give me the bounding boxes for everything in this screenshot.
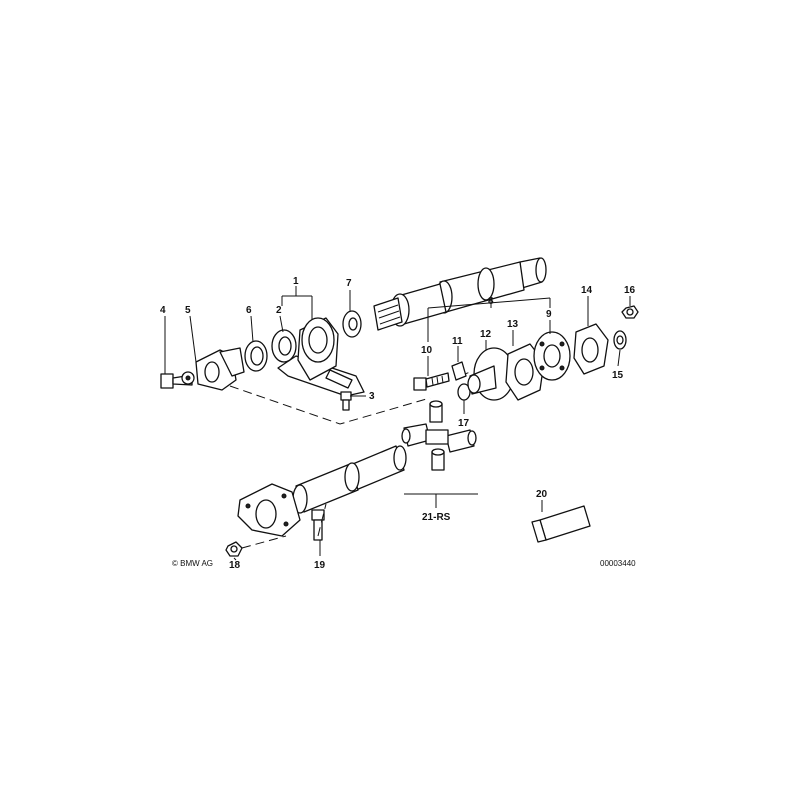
callout-1: 1 — [293, 276, 299, 287]
callout-19: 19 — [314, 560, 326, 571]
bearing-part-2 — [271, 329, 297, 363]
flex-disc-part-14 — [573, 323, 609, 375]
rear-drive-shaft — [373, 257, 547, 331]
diagram-number: 00003440 — [600, 559, 636, 568]
callout-6: 6 — [246, 305, 252, 316]
callout-14: 14 — [581, 285, 593, 296]
callout-9: 9 — [546, 309, 552, 320]
callout-16: 16 — [624, 285, 636, 296]
assembly-guide-line-upper — [229, 385, 431, 425]
coupling-part-9 — [533, 331, 571, 381]
washer-part-7 — [342, 310, 362, 338]
center-bearing-part-1 — [277, 317, 365, 397]
callout-2: 2 — [276, 305, 282, 316]
callout-5: 5 — [185, 305, 191, 316]
nut-part-16 — [621, 305, 639, 319]
ring-part-6 — [244, 340, 268, 372]
callout-18: 18 — [229, 560, 241, 571]
bolt-part-4 — [160, 371, 195, 389]
callout-10: 10 — [421, 345, 433, 356]
callout-17: 17 — [458, 418, 470, 429]
yoke-part-5 — [195, 347, 245, 391]
callout-12: 12 — [480, 329, 492, 340]
nut-part-18 — [225, 541, 243, 557]
flange-part-12 — [467, 347, 515, 401]
clip-part-11 — [451, 361, 467, 381]
grease-tube-part-20 — [531, 505, 591, 543]
callout-21-rs: 21-RS — [422, 512, 451, 523]
callout-labels: 4 5 6 2 1 7 3 8 10 11 12 13 9 14 16 15 1… — [160, 276, 636, 571]
leader-lines — [164, 286, 631, 561]
front-drive-shaft — [237, 445, 407, 537]
washer-part-15 — [613, 330, 627, 350]
assembly-guide-line-lower — [241, 535, 287, 549]
copyright-notice: © BMW AG — [172, 559, 213, 568]
callout-7: 7 — [346, 278, 352, 289]
assembly-guide-line-bolt — [317, 503, 327, 537]
callout-20: 20 — [536, 489, 548, 500]
universal-joint-repair-set — [401, 400, 477, 471]
callout-13: 13 — [507, 319, 519, 330]
callout-4: 4 — [160, 305, 166, 316]
callout-8: 8 — [488, 296, 494, 307]
bolt-part-3 — [340, 391, 352, 411]
callout-11: 11 — [452, 336, 463, 347]
callout-15: 15 — [612, 370, 624, 381]
bolt-part-10 — [413, 372, 450, 391]
callout-3: 3 — [369, 391, 375, 402]
bolt-part-19 — [311, 509, 325, 541]
